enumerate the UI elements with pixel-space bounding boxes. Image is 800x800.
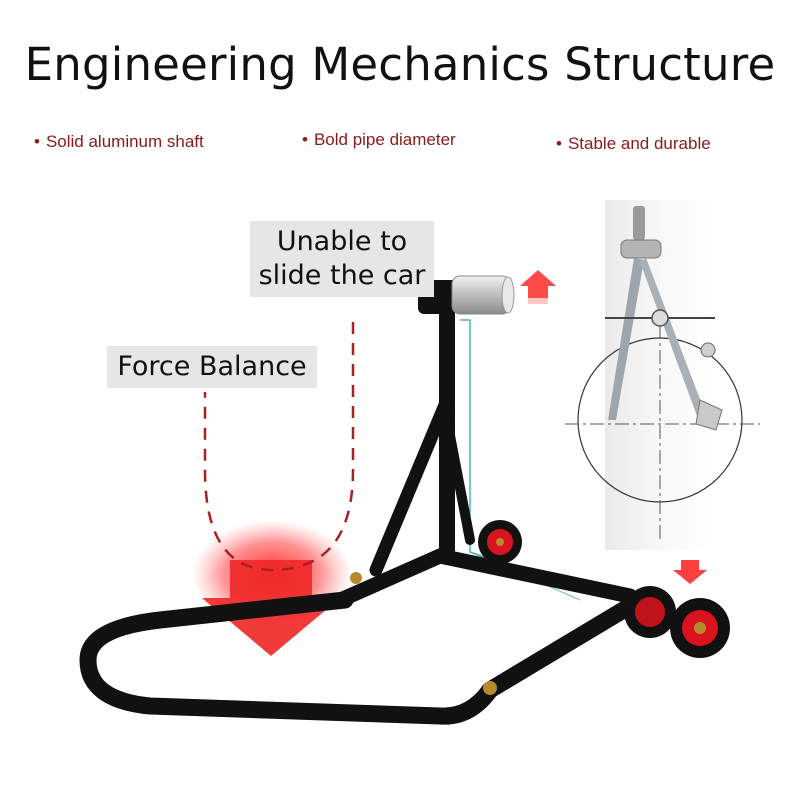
force-balance-label: Force Balance xyxy=(107,346,317,388)
feature-item: • Solid aluminum shaft xyxy=(34,132,204,152)
feature-label: Solid aluminum shaft xyxy=(45,132,204,151)
compass-icon xyxy=(565,206,760,540)
force-arrow-icon xyxy=(192,520,352,656)
paddock-stand-icon xyxy=(79,275,730,725)
unable-to-slide-label: Unable to slide the car xyxy=(250,221,434,297)
feature-label: Bold pipe diameter xyxy=(313,130,456,149)
feature-label: Stable and durable xyxy=(567,134,711,153)
force-balance-curve xyxy=(203,322,355,572)
feature-item: • Stable and durable xyxy=(556,134,711,154)
bullet-dot: • xyxy=(34,132,40,151)
feature-item: • Bold pipe diameter xyxy=(302,130,456,150)
bullet-dot: • xyxy=(302,130,308,149)
page-title: Engineering Mechanics Structure xyxy=(24,38,776,91)
label-line: Unable to xyxy=(276,226,408,257)
lift-arrow-icon xyxy=(520,270,556,304)
down-arrow-icon xyxy=(673,560,707,584)
label-line: slide the car xyxy=(258,260,426,291)
bullet-dot: • xyxy=(556,134,562,153)
